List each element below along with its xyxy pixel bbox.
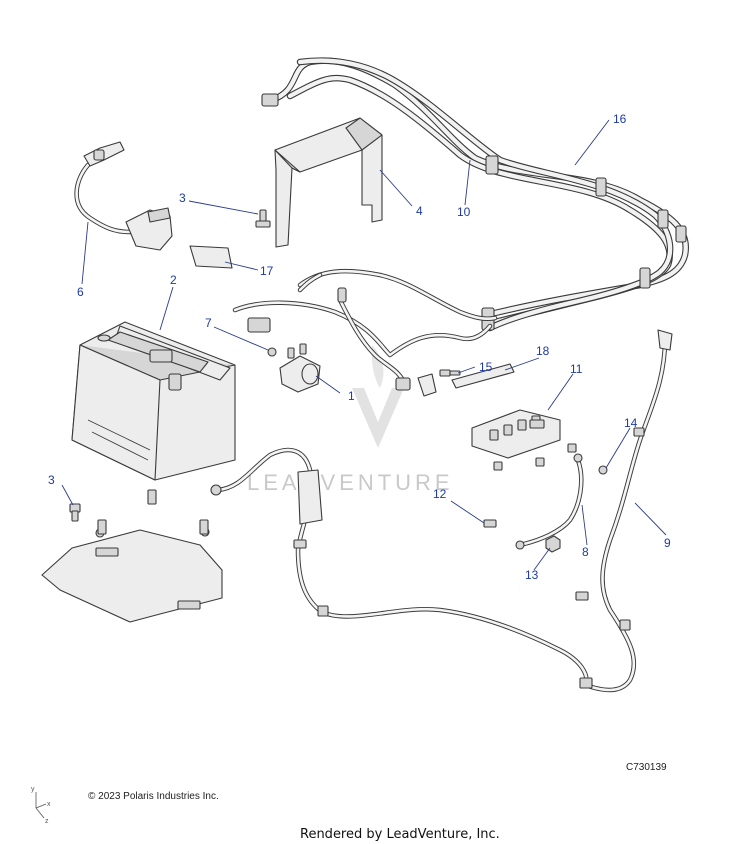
battery-bracket <box>274 117 383 248</box>
nut-14 <box>598 465 608 475</box>
callout-6[interactable]: 6 <box>77 285 84 299</box>
callout-10[interactable]: 10 <box>457 205 471 219</box>
callout-9[interactable]: 9 <box>664 536 671 550</box>
plate <box>451 363 515 389</box>
callouts: 1 2 3 3 4 6 7 8 9 10 11 12 13 14 15 16 1… <box>48 112 671 582</box>
diagram-id: C730139 <box>626 762 667 773</box>
callout-3-tray[interactable]: 3 <box>48 473 55 487</box>
bolt-15 <box>439 369 461 377</box>
ground-strap <box>515 453 584 550</box>
bolt-tray <box>69 489 209 535</box>
axis-y-label: y <box>31 786 35 793</box>
watermark: LEADVENTURE <box>247 345 454 495</box>
bolt-12 <box>483 519 497 528</box>
orientation-axes: y x z <box>31 786 51 825</box>
main-harness <box>261 57 689 332</box>
axis-x-label: x <box>47 801 51 808</box>
callout-13[interactable]: 13 <box>525 568 539 582</box>
watermark-text: LEADVENTURE <box>247 470 454 495</box>
screw <box>535 457 545 467</box>
callout-4[interactable]: 4 <box>416 204 423 218</box>
callout-1[interactable]: 1 <box>348 389 355 403</box>
screw <box>493 461 503 471</box>
callout-15[interactable]: 15 <box>479 360 493 374</box>
callout-2[interactable]: 2 <box>170 273 177 287</box>
battery <box>71 321 236 481</box>
battery-tray <box>41 527 223 623</box>
label-pad <box>189 245 233 269</box>
solenoid <box>279 343 321 393</box>
bolt-bracket <box>255 209 271 228</box>
callout-14[interactable]: 14 <box>624 416 638 430</box>
nut-13 <box>545 535 561 553</box>
harness-branch <box>232 268 498 397</box>
battery-cable <box>210 447 593 689</box>
callout-12[interactable]: 12 <box>433 487 447 501</box>
axis-z-label: z <box>45 818 49 825</box>
negative-cable <box>74 141 173 251</box>
nut-7 <box>267 347 277 357</box>
callout-11[interactable]: 11 <box>570 362 583 376</box>
callout-3-bracket[interactable]: 3 <box>179 191 186 205</box>
callout-7[interactable]: 7 <box>205 316 212 330</box>
screw <box>567 443 577 453</box>
leader-lines <box>61 119 667 571</box>
callout-8[interactable]: 8 <box>582 545 589 559</box>
callout-16[interactable]: 16 <box>613 112 627 126</box>
copyright-text: © 2023 Polaris Industries Inc. <box>88 791 219 802</box>
fuse-block <box>471 409 561 459</box>
callout-17[interactable]: 17 <box>260 264 274 278</box>
rendered-by-text: Rendered by LeadVenture, Inc. <box>300 827 500 842</box>
positive-cable <box>575 329 673 693</box>
callout-18[interactable]: 18 <box>536 344 550 358</box>
